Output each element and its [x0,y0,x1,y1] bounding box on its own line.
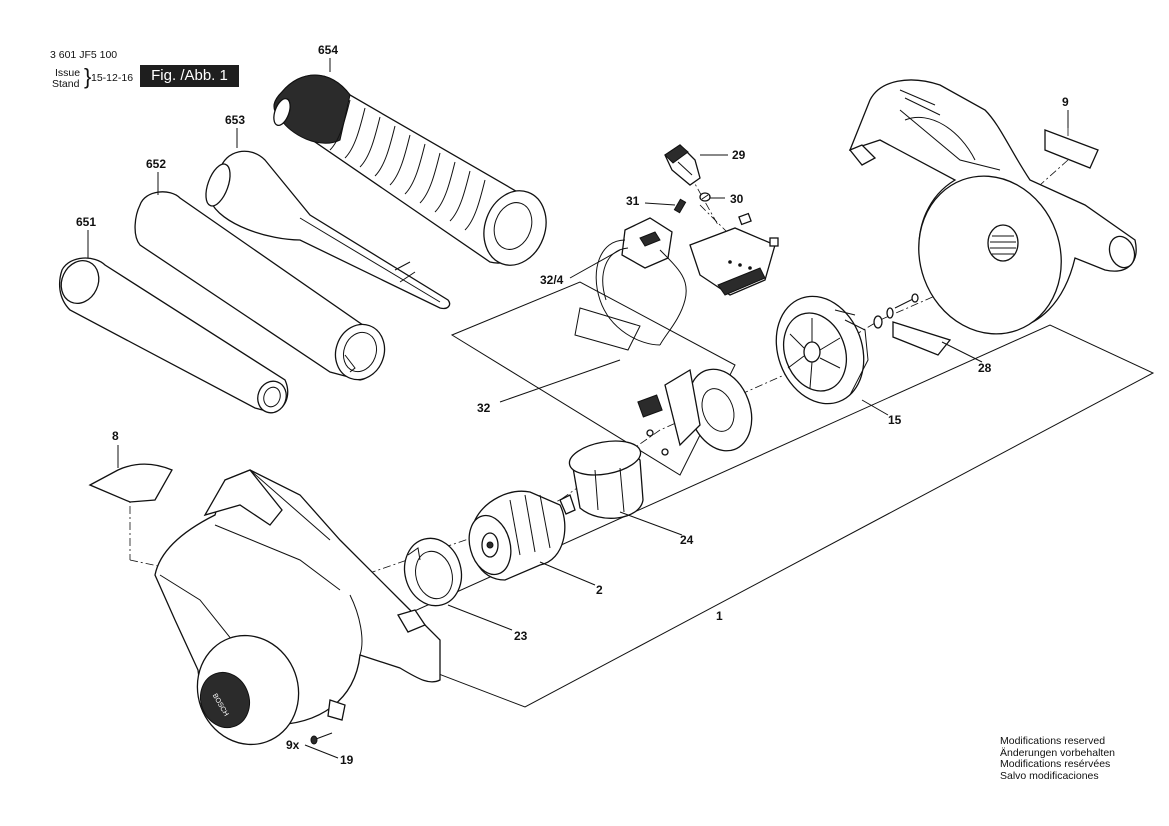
part-label-9: 9 [1062,95,1069,109]
part-label-24: 24 [680,533,694,547]
housing-half-left: BOSCH [154,469,441,746]
spring-31 [673,198,687,214]
assembly-frame-1 [348,324,1155,708]
ring-23 [403,537,463,607]
part-label-23: 23 [514,629,528,643]
nozzle-653 [205,150,451,310]
stand-label: Stand [52,78,80,90]
assembly-frame-32 [450,281,736,476]
hose-654 [273,74,547,266]
label-8 [88,463,173,503]
screw-19 [310,732,333,745]
brace-glyph: } [84,64,92,89]
modifications-line-es: Salvo modificaciones [1000,769,1099,782]
part-label-8: 8 [112,429,119,443]
part-label-651: 651 [76,215,96,229]
part-label-9x: 9x [286,738,300,752]
modifications-line-de: Änderungen vorbehalten [1000,746,1116,759]
washer-screw [873,293,919,329]
part-label-1: 1 [716,609,723,623]
issue-date: 15-12-16 [91,72,134,84]
part-label-29: 29 [732,148,746,162]
label-9 [1044,129,1099,169]
part-label-31: 31 [626,194,640,208]
motor-support-plate [637,368,753,456]
part-label-654: 654 [318,43,338,57]
label-axis-30 [699,204,731,236]
issue-label: Issue [55,67,81,79]
label-axis-9b [1039,159,1069,186]
tube-651 [58,257,289,414]
part-label-652: 652 [146,157,166,171]
part-label-2: 2 [596,583,603,597]
leader-lines [87,58,1069,759]
modifications-notice: Modifications reserved Änderungen vorbeh… [1000,735,1116,782]
switch-29 [664,144,701,186]
part-label-32-4: 32/4 [540,273,564,287]
part-label-15: 15 [888,413,902,427]
motor-ring-24 [568,440,644,519]
electronics-plate [689,212,779,296]
fan-15 [775,295,869,405]
part-label-30: 30 [730,192,744,206]
part-label-28: 28 [978,361,992,375]
housing-half-right [848,79,1137,335]
tube-652 [134,191,386,381]
modifications-line-fr: Modifications resérvées [1000,758,1111,770]
document-number: 3 601 JF5 100 [50,49,118,61]
motor-2 [468,490,576,581]
label-28 [892,321,952,356]
part-label-19: 19 [340,753,354,767]
connector-32-4 [574,217,687,351]
part-label-653: 653 [225,113,245,127]
pin-30 [699,192,711,202]
modifications-line-en: Modifications reserved [1000,735,1106,747]
part-label-32: 32 [477,401,491,415]
figure-badge: Fig. /Abb. 1 [140,65,239,87]
